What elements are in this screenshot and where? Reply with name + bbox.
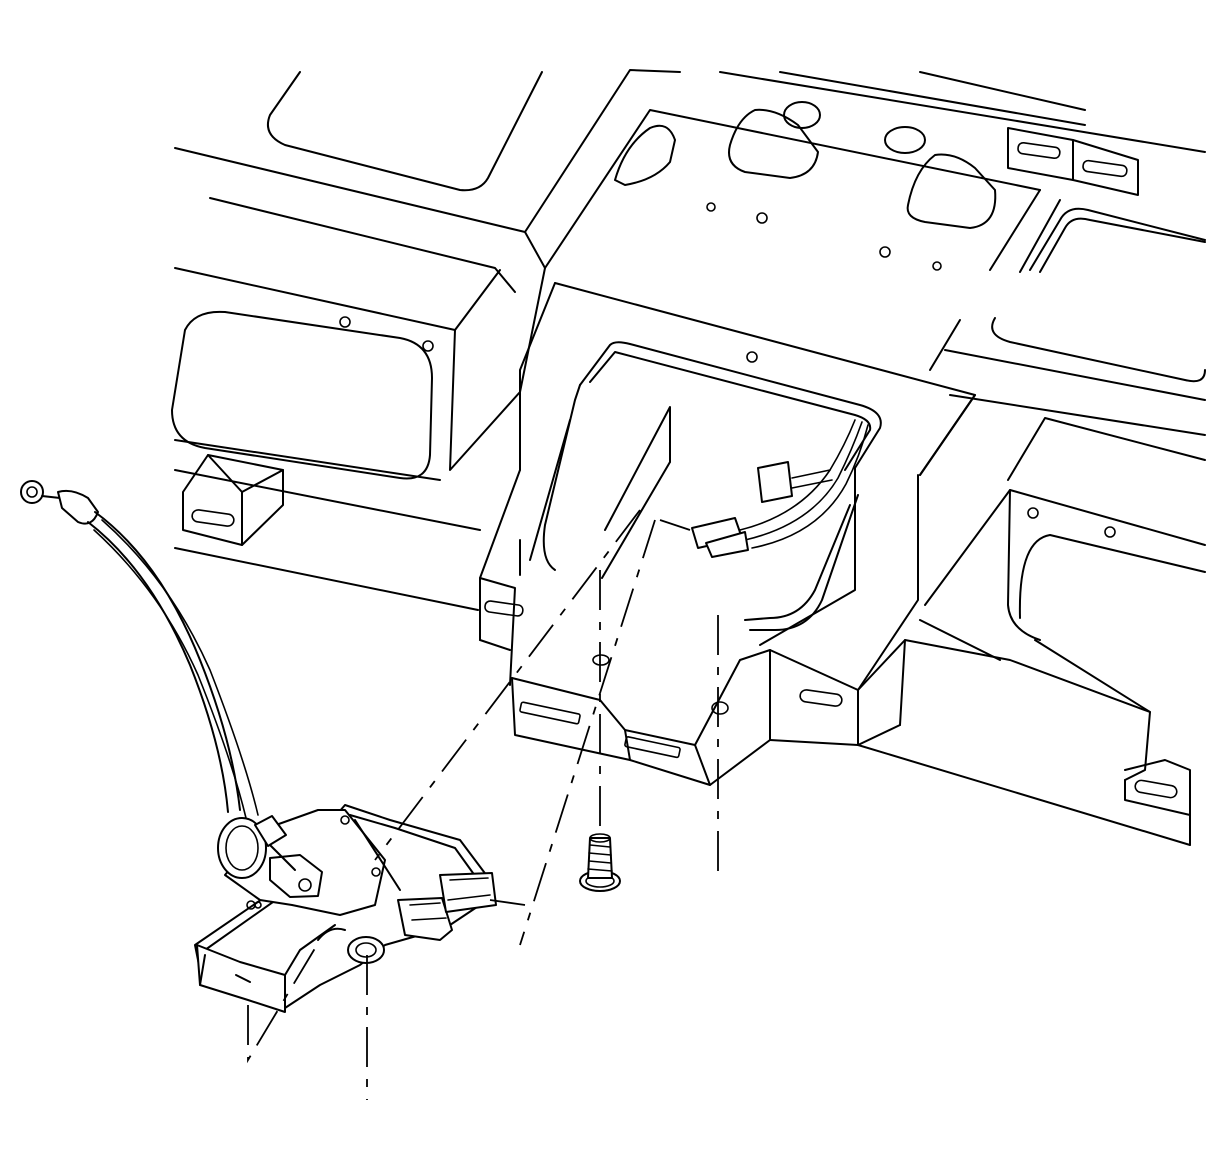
release-cable: [20, 480, 259, 819]
wiring-harness-connector: [691, 419, 869, 558]
latch-mount-opening: [601, 406, 671, 579]
latch-assembly: [194, 804, 497, 1013]
rear-body-panel: [171, 69, 1206, 846]
alignment-lines: [247, 509, 719, 1100]
mounting-bolt: [579, 833, 621, 892]
